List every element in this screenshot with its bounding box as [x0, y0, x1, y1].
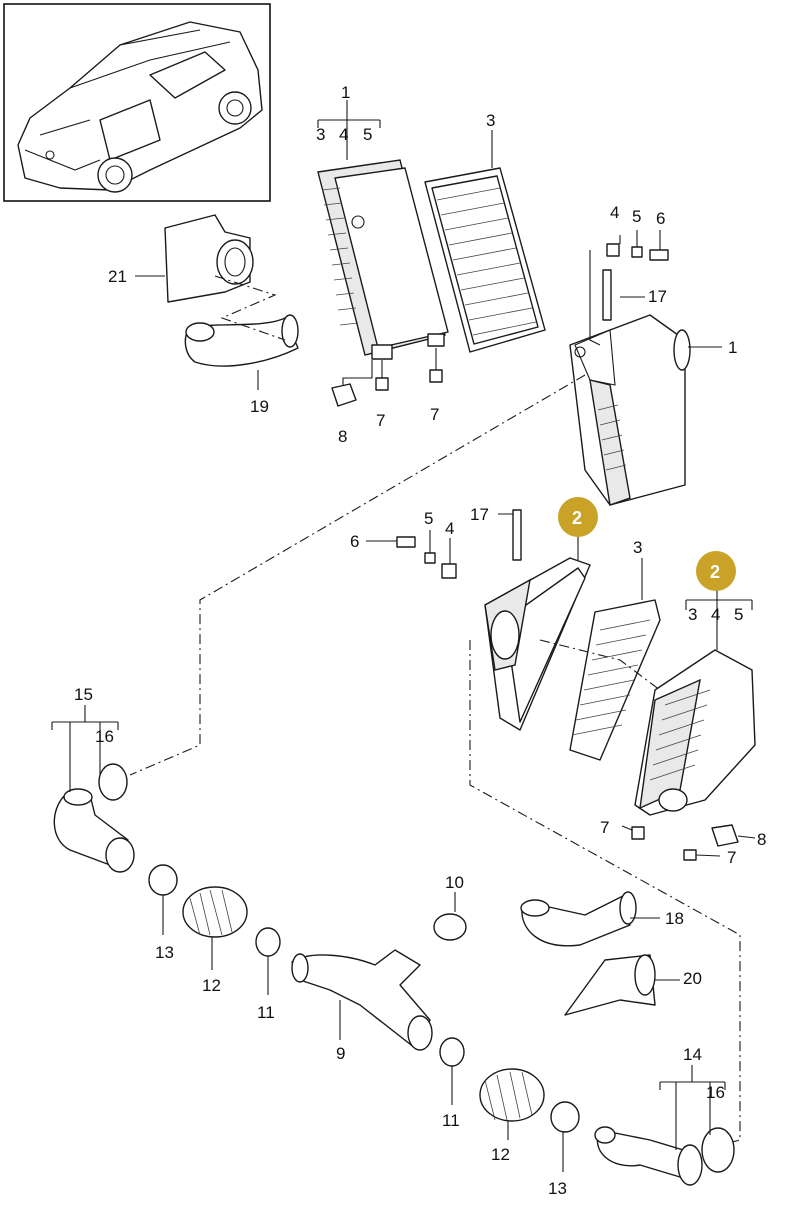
badge-2a: 2	[558, 497, 598, 537]
callout-left-12: 12	[202, 976, 221, 995]
air-filter-cover-middle	[634, 649, 756, 816]
callout-top-17: 17	[648, 287, 667, 306]
callout-mid-2b-sub-a: 3	[688, 605, 697, 624]
callout-mid-2b-sub-b: 4	[711, 605, 720, 624]
intake-hose-18	[520, 891, 637, 947]
callout-top-5: 5	[632, 207, 641, 226]
callout-top-1-sub-a: 3	[316, 125, 325, 144]
callout-top-19: 19	[250, 397, 269, 416]
air-guide-20	[564, 954, 656, 1016]
callout-mid-17: 17	[470, 505, 489, 524]
callout-top-4: 4	[610, 203, 619, 222]
callout-center-9: 9	[336, 1044, 345, 1063]
callout-mid-8: 8	[757, 830, 766, 849]
callout-top-right-1: 1	[728, 338, 737, 357]
callout-left-11: 11	[257, 1003, 275, 1022]
filter-element-top	[424, 167, 546, 353]
callout-left-16: 16	[95, 727, 114, 746]
callout-left-15: 15	[74, 685, 93, 704]
air-guide-21	[164, 214, 254, 303]
svg-text:2: 2	[572, 508, 582, 528]
callout-right-14: 14	[683, 1045, 702, 1064]
intake-hose-19	[184, 314, 299, 367]
callout-top-8: 8	[338, 427, 347, 446]
filter-element-middle	[569, 599, 661, 761]
callout-mid-2b-sub-c: 5	[734, 605, 743, 624]
callout-top-21: 21	[108, 267, 127, 286]
callout-right-18: 18	[665, 909, 684, 928]
vehicle-thumbnail	[3, 3, 271, 202]
callout-mid-3: 3	[633, 538, 642, 557]
center-lower-parts	[439, 1037, 580, 1133]
fasteners-top	[331, 348, 443, 407]
callout-mid-7b: 7	[727, 848, 736, 867]
callout-center-10: 10	[445, 873, 464, 892]
intake-pipe-9	[291, 913, 467, 1051]
callout-right-16: 16	[706, 1083, 725, 1102]
callout-top-7a: 7	[376, 411, 385, 430]
badge-2b: 2	[696, 551, 736, 591]
callout-top-6: 6	[656, 209, 665, 228]
callout-top-1-sub-c: 5	[363, 125, 372, 144]
callout-top-7b: 7	[430, 405, 439, 424]
callout-mid-4: 4	[445, 519, 454, 538]
air-filter-housing-middle	[484, 557, 591, 731]
callout-left-13: 13	[155, 943, 174, 962]
callout-center-13: 13	[548, 1179, 567, 1198]
callout-mid-5: 5	[424, 509, 433, 528]
callout-right-20: 20	[683, 969, 702, 988]
bolts-top	[589, 230, 669, 346]
callout-top-1: 1	[341, 83, 350, 102]
intake-pipe-15	[53, 763, 135, 873]
intake-pipe-14	[594, 1126, 735, 1186]
lower-left-parts	[148, 864, 281, 957]
svg-text:2: 2	[710, 562, 720, 582]
callout-top-1-sub-b: 4	[339, 125, 348, 144]
air-filter-housing-right	[569, 314, 691, 506]
bolts-middle	[366, 509, 756, 861]
leader-lines	[51, 100, 753, 1172]
callout-mid-7a: 7	[600, 818, 609, 837]
callout-center-12: 12	[491, 1145, 510, 1164]
callout-center-11: 11	[442, 1111, 460, 1130]
callout-mid-6: 6	[350, 532, 359, 551]
callout-labels: 1 3 4 5 3 4 5 6 17 1 21 19 8 7 7 17 5 4 …	[74, 83, 766, 1198]
air-filter-housing-left	[317, 159, 449, 360]
callout-top-3: 3	[486, 111, 495, 130]
